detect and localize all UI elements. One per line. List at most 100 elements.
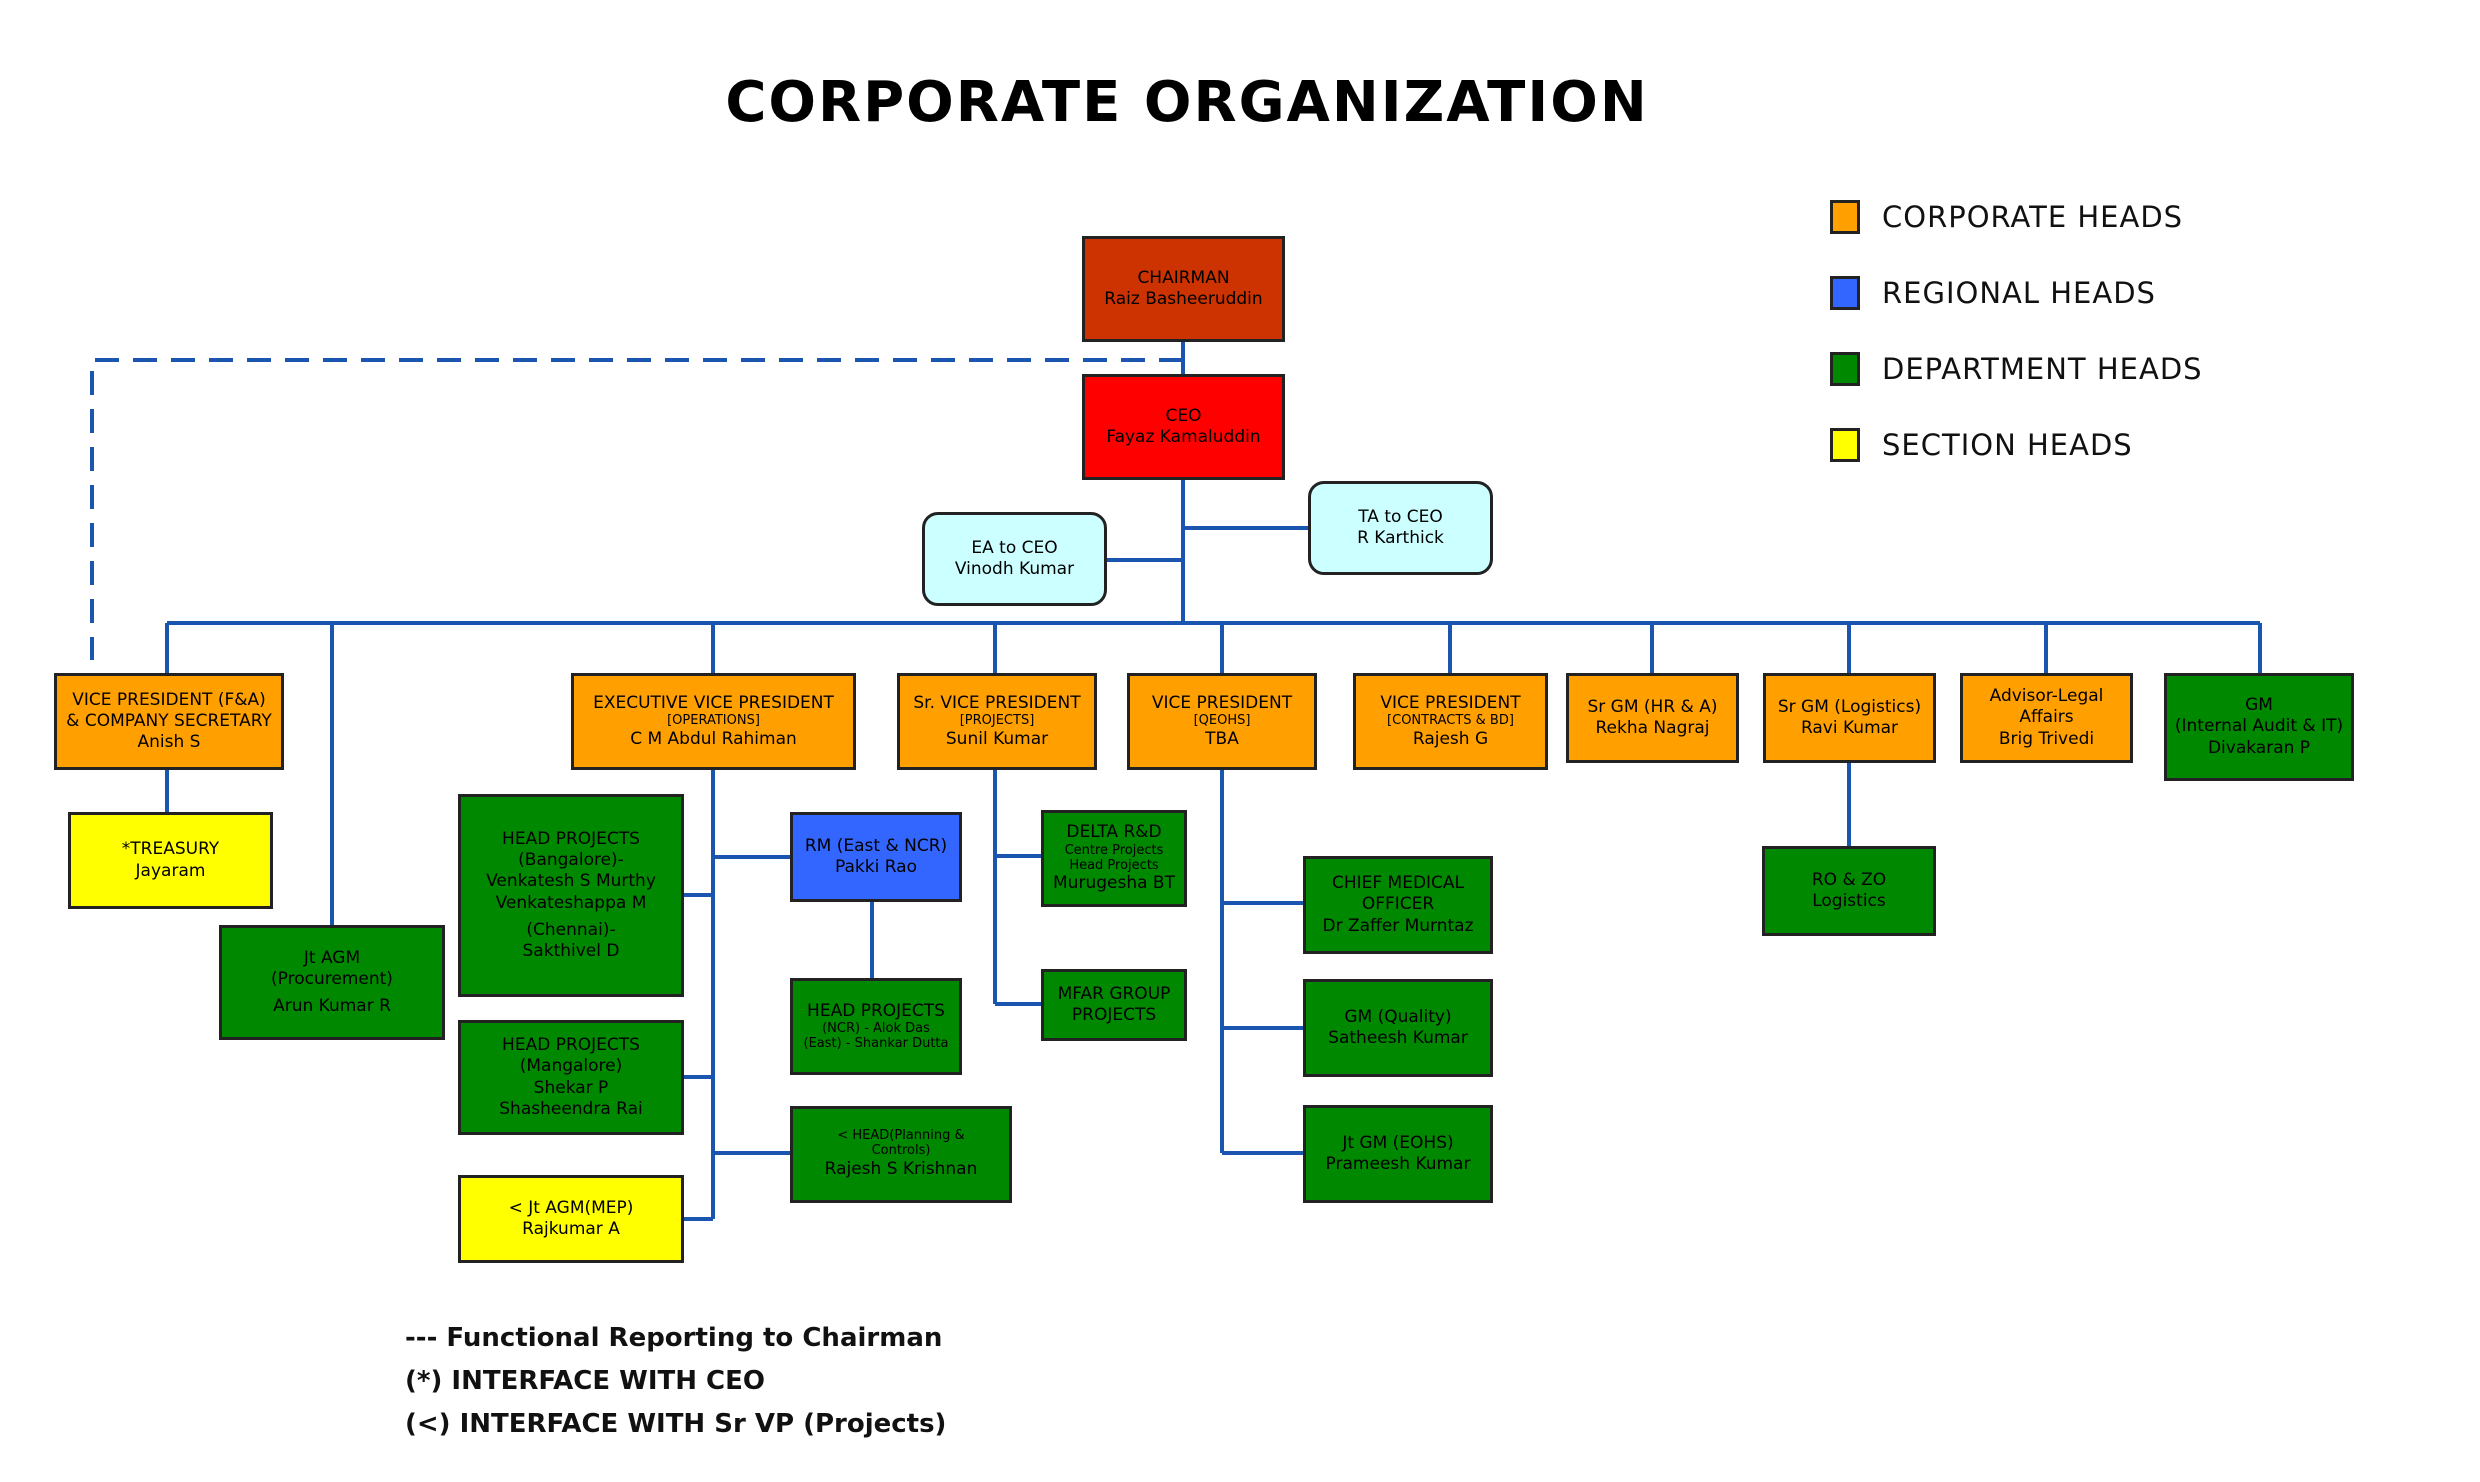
node-text: HEAD PROJECTS <box>502 1035 640 1055</box>
node-text: Shekar P <box>533 1077 609 1098</box>
node-text: VICE PRESIDENT (F&A) <box>72 689 266 710</box>
node-text: DELTA R&D <box>1066 822 1162 843</box>
node-text: Affairs <box>2019 707 2074 728</box>
node-text: (Mangalore) <box>519 1056 623 1077</box>
legend-label: CORPORATE HEADS <box>1882 200 2184 234</box>
node-text: Sr GM (HR & A) <box>1587 696 1718 717</box>
node-text: CHIEF MEDICAL <box>1331 873 1465 894</box>
node-vp-contracts: VICE PRESIDENT[CONTRACTS & BD]Rajesh G <box>1353 673 1548 770</box>
node-text: Pakki Rao <box>835 857 917 877</box>
node-text: Sr GM (Logistics) <box>1777 696 1922 717</box>
node-text: Raiz Basheeruddin <box>1104 289 1263 309</box>
legend-item-department: DEPARTMENT HEADS <box>1830 352 2203 386</box>
node-text: Rajkumar A <box>522 1219 620 1239</box>
node-text: [QEOHS] <box>1193 713 1251 729</box>
node-text: HEAD PROJECTS <box>807 1000 945 1021</box>
node-text: CEO <box>1165 405 1202 426</box>
node-text: TA to CEO <box>1358 506 1443 527</box>
node-text: Advisor-Legal <box>1989 686 2104 707</box>
node-text: RO & ZO <box>1811 869 1887 890</box>
node-text: Prameesh Kumar <box>1325 1154 1471 1174</box>
node-text: VICE PRESIDENT <box>1380 692 1521 713</box>
legend-swatch <box>1830 352 1860 386</box>
node-text: Logistics <box>1812 891 1886 911</box>
node-text: GM (Quality) <box>1344 1006 1452 1027</box>
node-text: Sunil Kumar <box>945 728 1049 749</box>
node-text: Centre Projects <box>1064 842 1164 858</box>
node-text: [OPERATIONS] <box>667 713 760 729</box>
node-text: EA to CEO <box>971 537 1058 558</box>
note-interface-ceo: (*) INTERFACE WITH CEO <box>405 1366 766 1396</box>
node-text: *TREASURY <box>121 839 220 860</box>
legend-label: SECTION HEADS <box>1882 428 2133 462</box>
node-text: & COMPANY SECRETARY <box>66 710 272 731</box>
note-interface-srvp: (<) INTERFACE WITH Sr VP (Projects) <box>405 1409 947 1439</box>
node-text: Jt AGM <box>303 947 361 968</box>
node-jtagm-mep: < Jt AGM(MEP)Rajkumar A <box>458 1175 684 1263</box>
node-text: Arun Kumar R <box>273 996 391 1017</box>
legend-label: DEPARTMENT HEADS <box>1882 352 2203 386</box>
node-text: CHAIRMAN <box>1137 267 1230 288</box>
node-text: EXECUTIVE VICE PRESIDENT <box>593 692 834 713</box>
node-text: [PROJECTS] <box>959 713 1035 729</box>
node-gm-audit: GM(Internal Audit & IT)Divakaran P <box>2164 673 2354 781</box>
node-srvp: Sr. VICE PRESIDENT[PROJECTS]Sunil Kumar <box>897 673 1097 770</box>
node-rm-east: RM (East & NCR)Pakki Rao <box>790 812 962 902</box>
node-text: (East) - Shankar Dutta <box>803 1036 949 1052</box>
node-text: RM (East & NCR) <box>804 835 948 856</box>
node-text: Anish S <box>137 732 201 753</box>
legend-swatch <box>1830 276 1860 310</box>
node-text: (NCR) - Alok Das <box>822 1021 930 1037</box>
node-text: Brig Trivedi <box>1998 728 2095 749</box>
legend-item-corporate: CORPORATE HEADS <box>1830 200 2183 234</box>
node-text: MFAR GROUP <box>1057 983 1171 1004</box>
node-gm-quality: GM (Quality)Satheesh Kumar <box>1303 979 1493 1077</box>
node-text: Rekha Nagraj <box>1595 718 1710 738</box>
node-text: (Procurement) <box>271 968 393 989</box>
legend-item-regional: REGIONAL HEADS <box>1830 276 2156 310</box>
functional-reporting-line <box>90 358 1183 660</box>
chart-title: CORPORATE ORGANIZATION <box>725 70 1649 135</box>
node-text: Sr. VICE PRESIDENT <box>913 692 1081 713</box>
node-text: VICE PRESIDENT <box>1151 692 1293 713</box>
legend-item-section: SECTION HEADS <box>1830 428 2133 462</box>
node-text: [CONTRACTS & BD] <box>1387 713 1514 729</box>
node-text: Murugesha BT <box>1053 873 1175 894</box>
legend-label: REGIONAL HEADS <box>1882 276 2156 310</box>
node-text: C M Abdul Rahiman <box>630 728 797 749</box>
node-text: Venkatesh S Murthy <box>486 871 656 892</box>
node-text: Head Projects <box>1069 857 1159 873</box>
node-text: Ravi Kumar <box>1800 718 1899 738</box>
node-jtagm-proc: Jt AGM(Procurement) Arun Kumar R <box>219 925 445 1040</box>
node-text: Satheesh Kumar <box>1328 1028 1468 1048</box>
node-head-ncr: HEAD PROJECTS(NCR) - Alok Das(East) - Sh… <box>790 978 962 1075</box>
node-text: (Chennai)- <box>526 919 616 940</box>
node-srgm-hr: Sr GM (HR & A)Rekha Nagraj <box>1566 673 1739 763</box>
node-text: Rajesh S Krishnan <box>824 1158 978 1179</box>
node-text: Divakaran P <box>2207 737 2311 758</box>
node-text: (Internal Audit & IT) <box>2174 716 2344 737</box>
node-text: Controls) <box>871 1142 931 1158</box>
legend-swatch <box>1830 428 1860 462</box>
node-vp-qeohs: VICE PRESIDENT[QEOHS]TBA <box>1127 673 1317 770</box>
node-text: R Karthick <box>1357 528 1444 548</box>
node-text: Dr Zaffer Murntaz <box>1322 915 1474 936</box>
node-text: TBA <box>1205 728 1239 749</box>
node-text: PROJECTS <box>1071 1005 1157 1025</box>
node-head-blr: HEAD PROJECTS(Bangalore)-Venkatesh S Mur… <box>458 794 684 997</box>
node-text: Vinodh Kumar <box>954 559 1075 579</box>
node-text: < Jt AGM(MEP) <box>508 1197 634 1218</box>
node-text: OFFICER <box>1361 894 1435 915</box>
node-text: < HEAD(Planning & <box>837 1127 965 1143</box>
